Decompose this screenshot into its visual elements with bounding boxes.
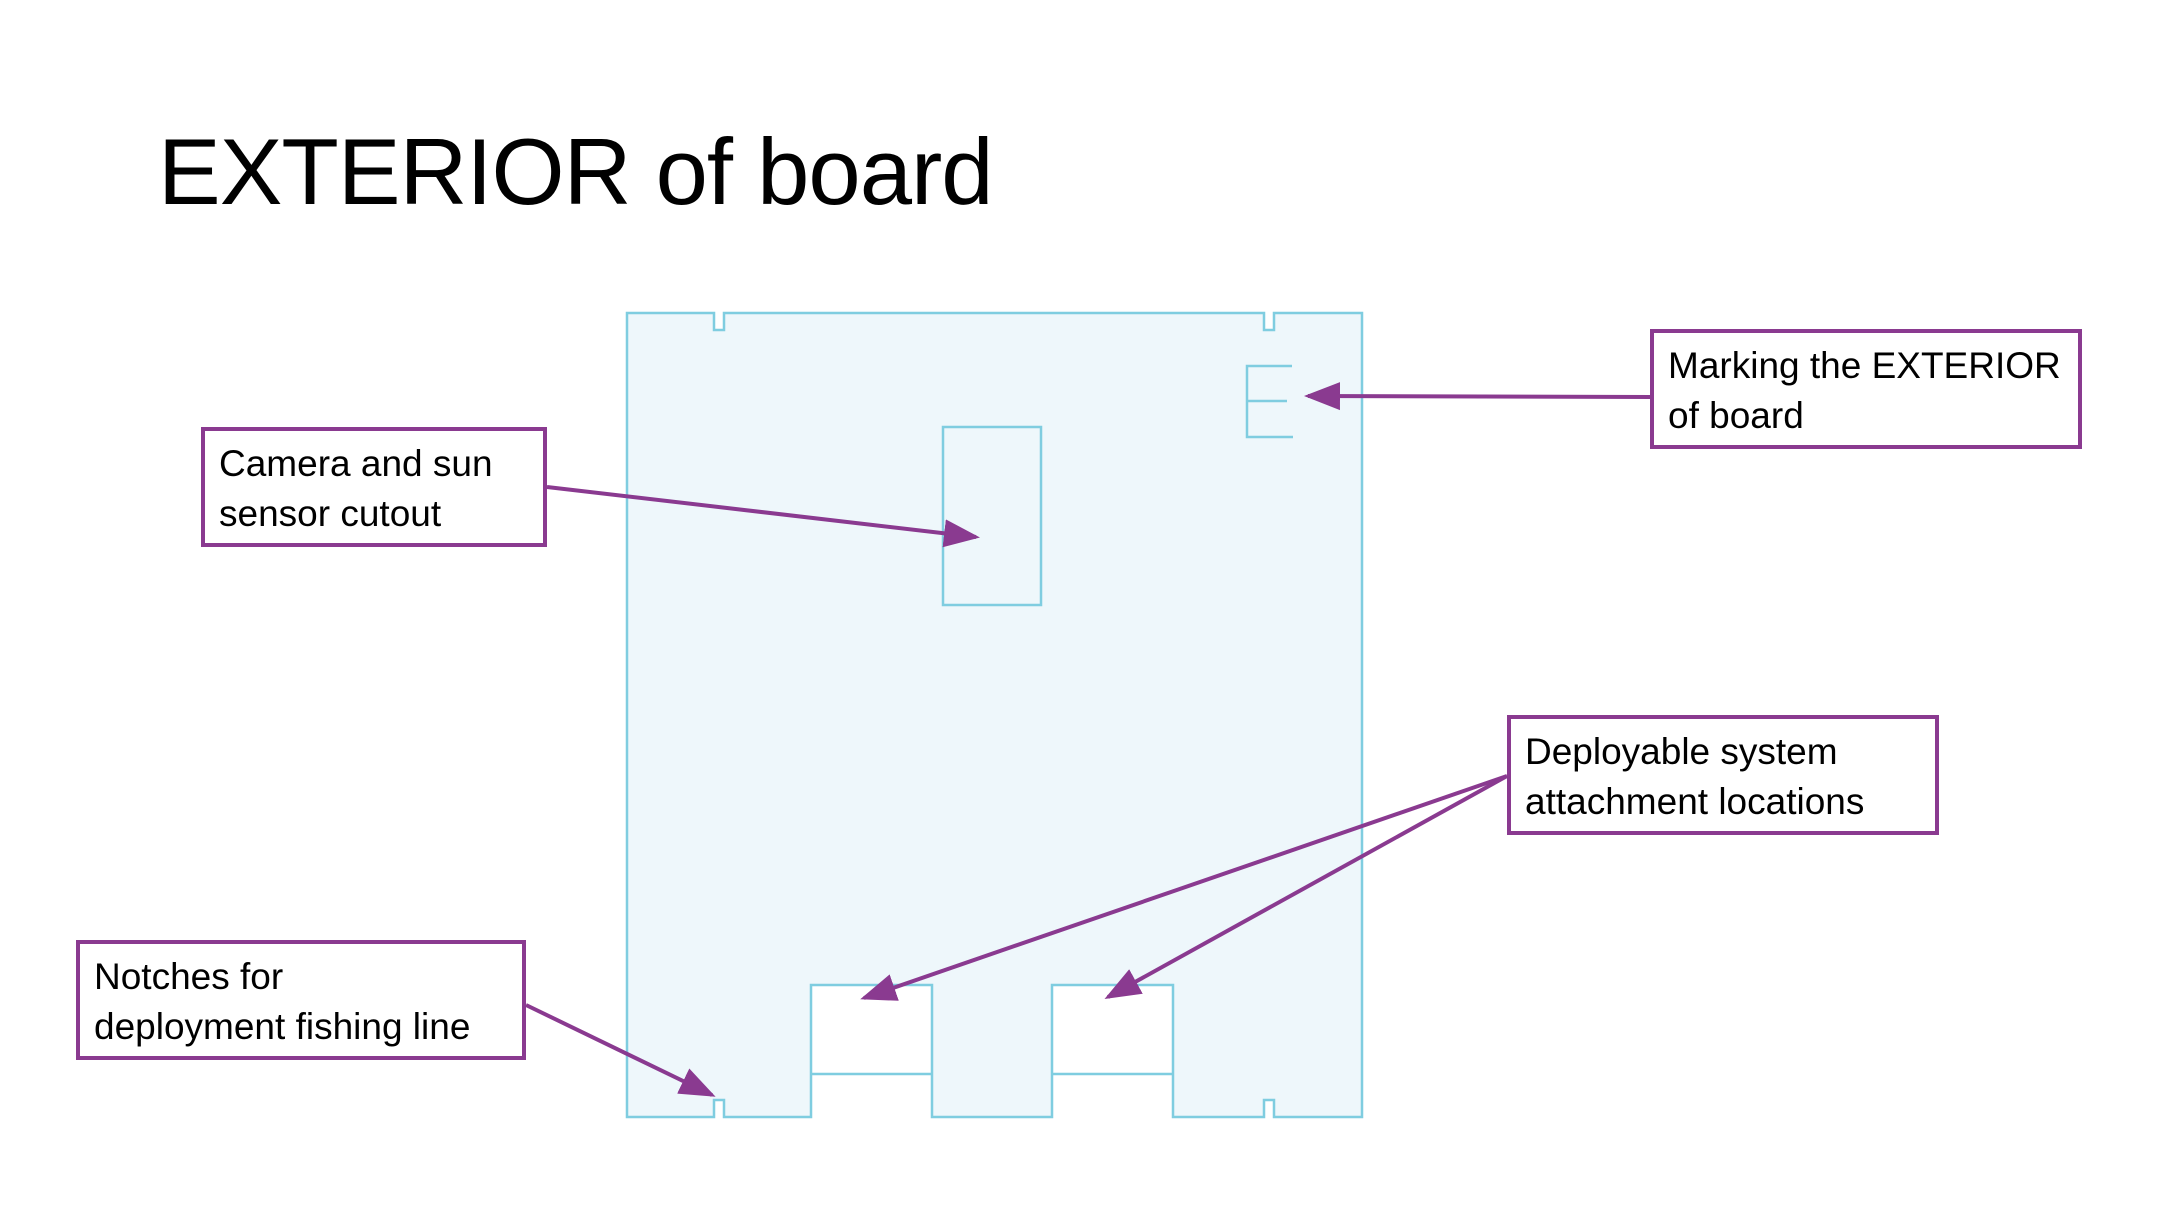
callout-notches-line2: deployment fishing line: [94, 1006, 471, 1047]
slide-title: EXTERIOR of board: [158, 119, 994, 224]
arrow-exterior-marking: [1304, 382, 1651, 411]
arrow-deployable-left: [860, 774, 1508, 1001]
exterior-marking-e: [1245, 364, 1293, 439]
callout-camera-sensor: Camera and sun sensor cutout: [201, 427, 547, 547]
callout-deployable-line2: attachment locations: [1525, 781, 1865, 822]
arrow-notches: [525, 1003, 716, 1097]
callout-exterior-line1: Marking the EXTERIOR: [1668, 345, 2061, 386]
arrow-camera: [546, 485, 980, 548]
board-outline: [625, 311, 1364, 1119]
camera-sensor-cutout: [941, 425, 1043, 607]
callout-camera-line2: sensor cutout: [219, 493, 442, 534]
callout-deployable-line1: Deployable system: [1525, 731, 1838, 772]
callout-exterior-line2: of board: [1668, 395, 1804, 436]
callout-camera-line1: Camera and sun: [219, 443, 493, 484]
callout-notches-line1: Notches for: [94, 956, 284, 997]
arrow-deployable-right: [1104, 774, 1508, 999]
callout-notches: Notches for deployment fishing line: [76, 940, 526, 1060]
callout-exterior-marking: Marking the EXTERIOR of board: [1650, 329, 2082, 449]
callout-deployable-attachments: Deployable system attachment locations: [1507, 715, 1939, 835]
